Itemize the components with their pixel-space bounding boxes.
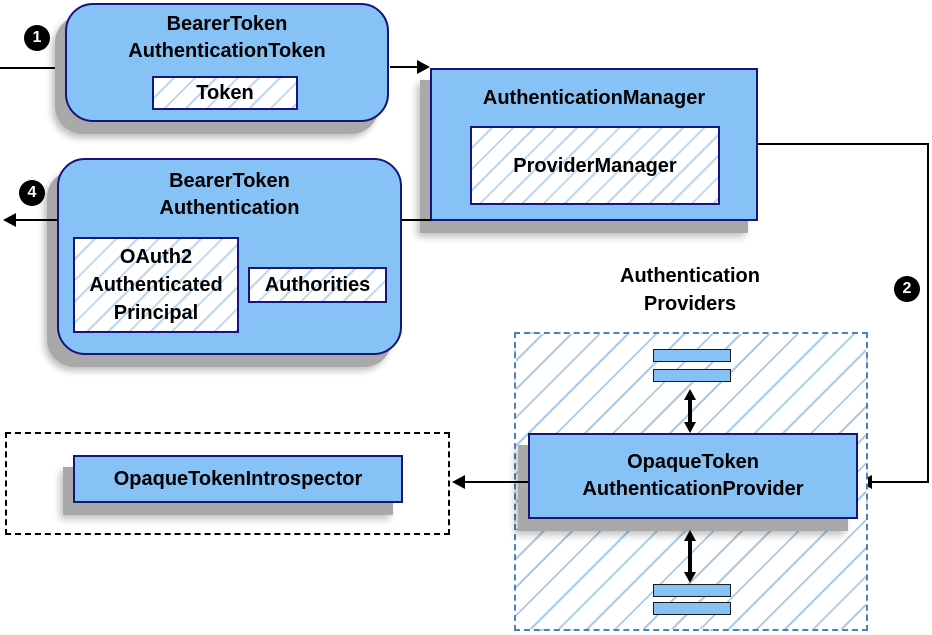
manager-to-authentication-line xyxy=(400,219,432,221)
opaque-token-introspector-title: OpaqueTokenIntrospector xyxy=(113,467,363,490)
authentication-result-line xyxy=(13,219,57,221)
double-arrow-shaft xyxy=(688,539,692,575)
incoming-request-line xyxy=(0,67,66,69)
arrow-up-icon xyxy=(684,530,696,541)
arrow-left-icon xyxy=(452,475,465,489)
provider-stack-bar xyxy=(653,602,731,615)
authentication-providers-title: Authentication Providers xyxy=(620,265,760,315)
node-authentication-manager: AuthenticationManager ProviderManager xyxy=(430,68,758,221)
provider-stack-bar xyxy=(653,369,731,382)
authentication-manager-title: AuthenticationManager xyxy=(482,87,706,109)
oauth2-authenticated-principal-box: OAuth2 Authenticated Principal xyxy=(73,237,239,333)
step-4-badge: 4 xyxy=(19,180,45,206)
double-arrow-shaft xyxy=(688,398,692,426)
arrow-left-icon xyxy=(3,213,16,227)
provider-stack-bar xyxy=(653,349,731,362)
provider-stack-bar xyxy=(653,584,731,597)
bearer-token-authentication-title: BearerToken Authentication xyxy=(159,170,300,219)
provider-manager-box: ProviderManager xyxy=(470,126,720,205)
node-bearer-token-authentication: BearerToken Authentication OAuth2 Authen… xyxy=(57,158,402,355)
arrow-up-icon xyxy=(684,389,696,400)
opaque-token-authentication-provider-title: OpaqueToken AuthenticationProvider xyxy=(582,451,804,500)
arrow-down-icon xyxy=(684,572,696,583)
node-opaque-token-introspector: OpaqueTokenIntrospector xyxy=(73,455,403,503)
token-to-manager-line xyxy=(390,66,420,68)
manager-to-provider-line-vertical xyxy=(927,143,929,483)
manager-to-provider-line-top xyxy=(758,143,929,145)
arrow-down-icon xyxy=(684,422,696,433)
provider-to-introspector-line xyxy=(464,481,528,483)
step-2-badge: 2 xyxy=(894,276,920,302)
authorities-box: Authorities xyxy=(248,267,387,303)
token-box: Token xyxy=(152,76,298,110)
bearer-token-authentication-token-title: BearerToken AuthenticationToken xyxy=(128,13,326,62)
manager-to-provider-line-bottom xyxy=(871,481,929,483)
node-opaque-token-authentication-provider: OpaqueToken AuthenticationProvider xyxy=(528,433,858,519)
node-bearer-token-authentication-token: BearerToken AuthenticationToken Token xyxy=(65,3,389,122)
step-1-badge: 1 xyxy=(24,25,50,51)
arrow-right-icon xyxy=(417,60,430,74)
